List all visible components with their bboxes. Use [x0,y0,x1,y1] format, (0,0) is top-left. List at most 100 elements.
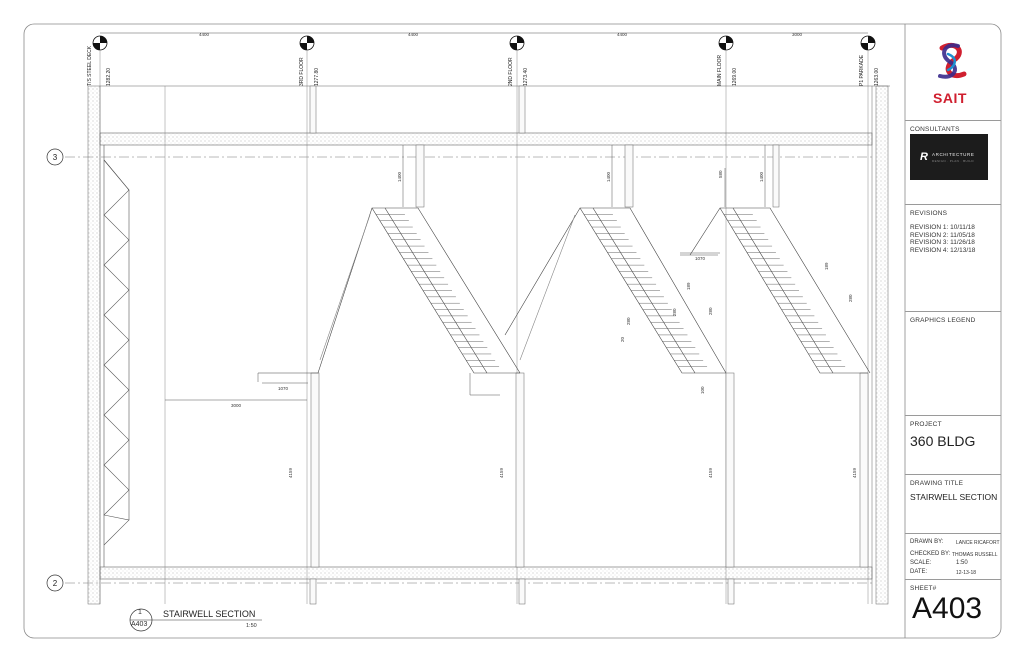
dim-3000: 3000 [231,403,242,408]
slabs [99,85,890,580]
revision-item: REVISION 3: 11/26/18 [910,239,975,247]
stair-3-outline [689,207,871,374]
top-dim-3: 4400 [617,32,628,37]
level-marker-p1-parkade [860,35,876,51]
drawing-sheet-ref: A403 [131,621,148,628]
dim-280-b: 280 [626,317,631,325]
top-dimension-string: 4400 4400 4400 3000 [100,32,868,37]
revision-item: REVISION 1: 10/11/18 [910,224,975,231]
level-marker-main-floor [718,35,734,51]
dim-1070-a: 1070 [278,386,289,391]
grid-bubble-2 [46,574,64,592]
drawn-by-value: LANCE RICAFORT [956,540,1000,546]
top-dim-2: 4400 [408,32,419,37]
consultant-sub: DESIGN · PLAN · BUILD [932,159,974,163]
dim-1400-c: 1400 [759,171,764,182]
level-elev-main-floor: 1269.00 [732,68,738,86]
revision-item: REVISION 4: 12/13/18 [910,246,976,254]
slab-bottom [99,566,873,580]
drawn-info-cell: DRAWN BY: LANCE RICAFORT CHECKED BY: THO… [905,533,1001,579]
drawing-title-cell: DRAWING TITLE STAIRWELL SECTION [905,474,1001,533]
sheet-border [23,23,1002,639]
sheet-number: A403 [912,592,983,625]
sheet-cell: SHEET# A403 [905,579,1001,638]
scale-row: SCALE: 1:50 [910,560,968,566]
columns [309,85,869,605]
dim-4159-d: 4159 [852,467,857,478]
drawn-by-label: DRAWN BY: [910,539,944,545]
drawing-number: 1 [138,609,142,616]
scale-value: 1:50 [956,560,968,566]
dimension-annotations: 3000 1070 1070 1400 1400 1400 580 4159 4… [165,145,857,478]
revision-item: REVISION 2: 11/05/18 [910,231,975,239]
drawing-title: STAIRWELL SECTION [163,609,256,619]
right-wall [871,85,889,605]
drawing-label [129,608,262,632]
graphics-legend-label: GRAPHICS LEGEND [910,317,976,324]
level-marker-2nd-floor [509,35,525,51]
project-name: 360 BLDG [910,433,976,449]
drawn-by-row: DRAWN BY: LANCE RICAFORT [910,539,1000,546]
checked-by-label: CHECKED BY: [910,551,951,557]
level-marker-3rd-floor [299,35,315,51]
left-wall-truss [87,85,166,605]
title-block: SAIT CONSULTANTS R ARCHITECTURE DESIGN ·… [905,24,1001,638]
level-name-2nd-floor: 2ND FLOOR [508,57,514,86]
drawing-title-label: DRAWING TITLE [910,480,964,487]
date-row: DATE: 12-13-18 [910,569,976,576]
grid-label-2: 2 [53,579,58,588]
dim-4159-a: 4159 [288,467,293,478]
level-markers: T/S STEEL DECK 1282.20 3RD FLOOR 1277.80… [87,35,880,86]
checked-by-row: CHECKED BY: THOMAS RUSSELL [910,551,998,558]
project-cell: PROJECT 360 BLDG [905,415,1001,474]
consultant-logo: R ARCHITECTURE DESIGN · PLAN · BUILD [910,134,988,180]
grid-label-3: 3 [53,153,58,162]
dim-4159-c: 4159 [708,467,713,478]
level-name-main-floor: MAIN FLOOR [717,54,723,86]
consultants-label: CONSULTANTS [910,126,960,133]
top-dim-4: 3000 [792,32,803,37]
scale-label: SCALE: [910,560,932,566]
consultant-name: ARCHITECTURE [932,152,975,157]
checked-by-value: THOMAS RUSSELL [952,552,998,558]
level-name-3rd-floor: 3RD FLOOR [299,57,305,86]
grid-bubble-3 [46,148,64,166]
graphics-legend-cell: GRAPHICS LEGEND [905,311,1001,415]
stair-1-outline [258,207,521,374]
level-elev-p1-parkade: 1263.00 [874,68,880,86]
dim-20: 20 [620,336,625,342]
grid-lines: 3 2 [46,148,872,592]
dim-4159-b: 4159 [499,467,504,478]
level-elev-3rd-floor: 1277.80 [314,68,320,86]
dim-280-c: 280 [848,294,853,302]
dim-280-a: 280 [708,307,713,315]
dim-1400-b: 1400 [606,171,611,182]
dim-1400-a: 1400 [397,171,402,182]
revisions-list: REVISION 1: 10/11/18 REVISION 2: 11/05/1… [910,224,975,254]
dim-1070-b: 1070 [695,256,706,261]
drawing-scale: 1:50 [246,623,257,629]
date-label: DATE: [910,569,928,575]
level-name-p1-parkade: P1 PARKADE [859,54,865,86]
landings [257,254,718,396]
stair-treads [375,214,846,367]
dim-189-a: 189 [686,282,691,290]
level-elev-steel-deck: 1282.20 [106,68,112,86]
logo-cell: SAIT [905,24,1001,120]
stair-2-outline [504,207,727,374]
sait-logo-icon [938,42,967,79]
dim-580: 580 [718,170,723,178]
consultant-logo-mark: R [920,151,928,163]
revisions-cell: REVISIONS REVISION 1: 10/11/18 REVISION … [905,204,1001,311]
revisions-label: REVISIONS [910,210,948,217]
dim-280-d: 280 [672,308,677,316]
drawing-title-value: STAIRWELL SECTION [910,492,998,502]
level-name-steel-deck: T/S STEEL DECK [87,45,93,86]
level-elev-2nd-floor: 1273.40 [523,68,529,86]
project-label: PROJECT [910,421,942,428]
logo-text: SAIT [933,90,967,106]
dim-189-b: 189 [824,262,829,270]
dim-100: 100 [700,386,705,394]
